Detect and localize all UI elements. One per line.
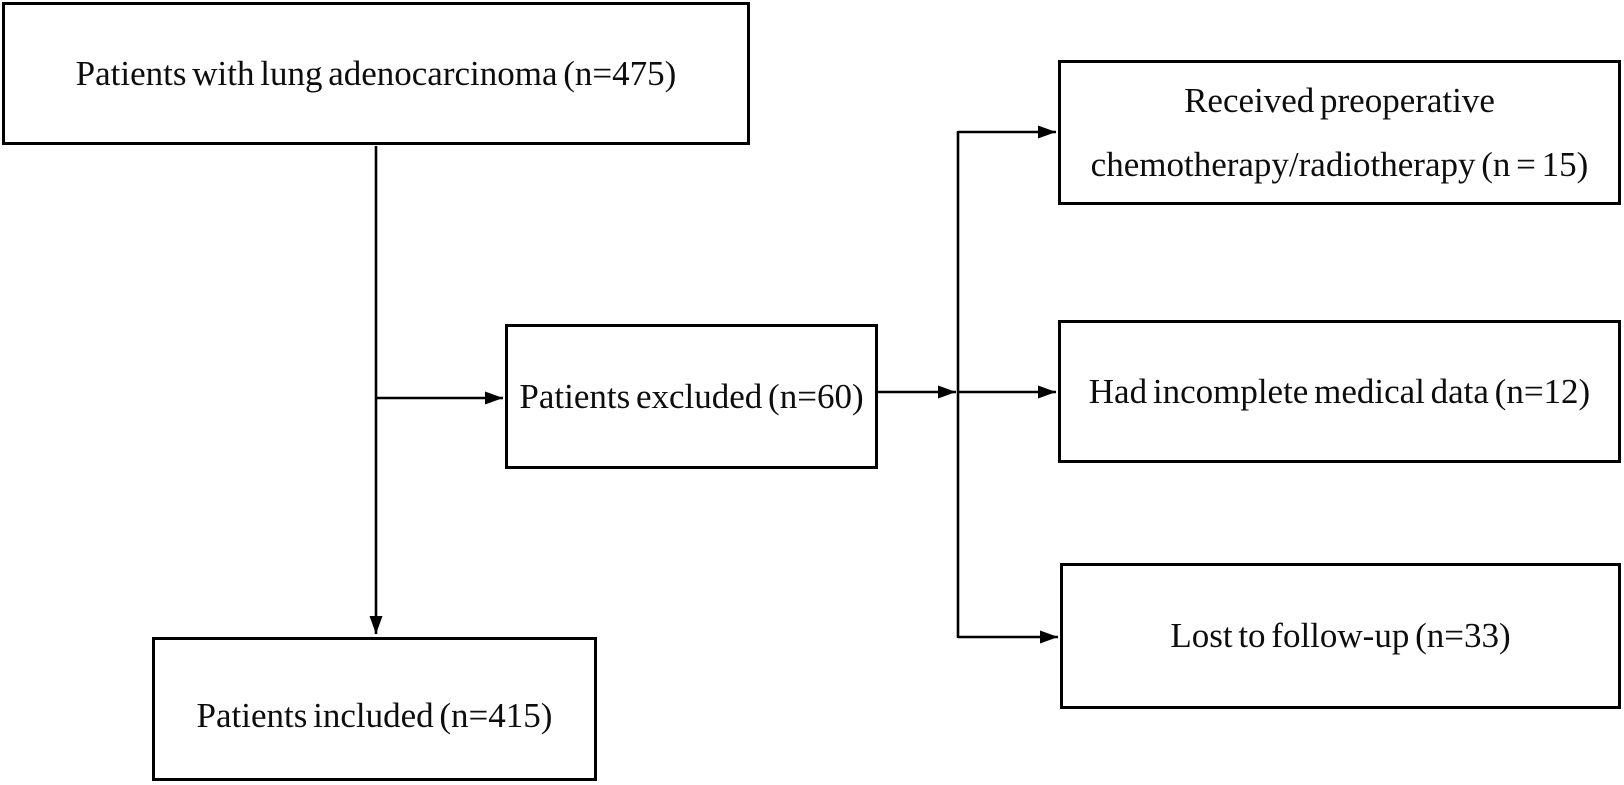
node-initial-patients: Patients with lung adenocarcinoma (n=475…: [2, 2, 750, 145]
node-label: Had incomplete medical data (n=12): [1088, 371, 1591, 411]
node-label: Patients included (n=415): [196, 696, 553, 736]
node-reason-chemoradiotherapy: Received preoperative chemotherapy/radio…: [1058, 60, 1621, 205]
node-excluded: Patients excluded (n=60): [505, 324, 878, 469]
node-included-patients: Patients included (n=415): [152, 637, 597, 781]
node-reason-incomplete-data: Had incomplete medical data (n=12): [1058, 320, 1621, 463]
node-label: Patients excluded (n=60): [519, 376, 864, 416]
node-label: Patients with lung adenocarcinoma (n=475…: [75, 53, 677, 93]
node-label-line1: Received preoperative: [1184, 80, 1495, 120]
node-reason-lost-followup: Lost to follow-up (n=33): [1060, 563, 1621, 709]
node-label: Lost to follow-up (n=33): [1170, 616, 1511, 656]
node-label-line2: chemotherapy/radiotherapy (n = 15): [1090, 144, 1589, 184]
